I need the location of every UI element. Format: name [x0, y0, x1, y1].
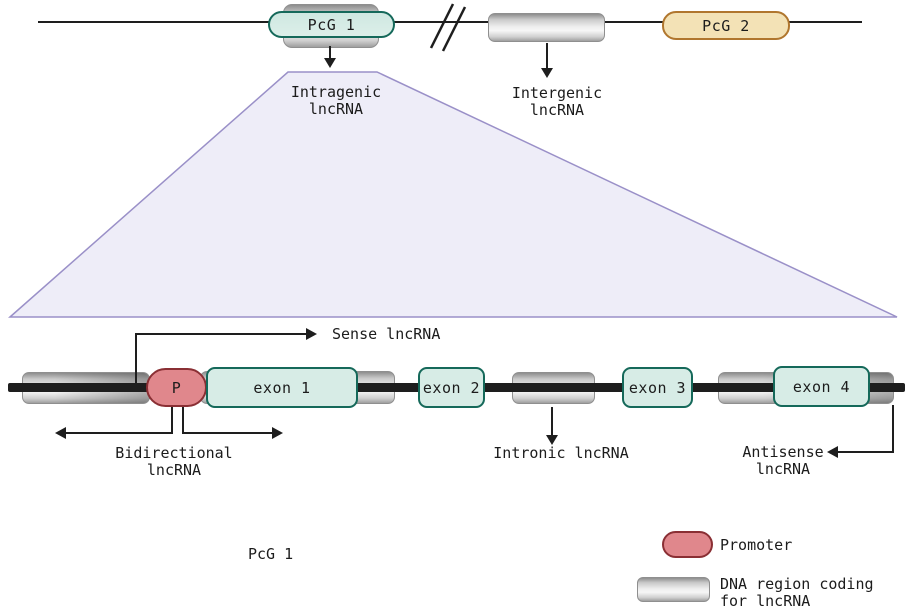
- intergenic-label: Intergenic lncRNA: [511, 84, 603, 119]
- exon-3-label: exon 3: [628, 378, 687, 397]
- intronic-arrow: [546, 407, 558, 445]
- exon-4-label: exon 4: [792, 377, 851, 396]
- gene-name-caption: PcG 1: [248, 545, 294, 563]
- intragenic-label: Intragenic lncRNA: [290, 83, 382, 118]
- sense-label: Sense lncRNA: [332, 325, 441, 343]
- exon-3-box: exon 3: [622, 367, 693, 408]
- legend-dna-region-label: DNA region coding for lncRNA: [720, 575, 874, 610]
- pcg1-gene-box: PcG 1: [268, 11, 395, 38]
- legend-promoter-swatch: [662, 531, 713, 558]
- exon-4-box: exon 4: [773, 366, 870, 407]
- bidirectional-label: Bidirectional lncRNA: [115, 444, 233, 479]
- antisense-arrow: [827, 405, 894, 458]
- exon-2-label: exon 2: [422, 378, 481, 397]
- exon-1-label: exon 1: [253, 378, 311, 397]
- pcg2-gene-box: PcG 2: [662, 11, 790, 40]
- bidirectional-left-arrow: [55, 407, 173, 439]
- promoter-label: P: [171, 378, 182, 397]
- antisense-label: Antisense lncRNA: [742, 443, 824, 478]
- promoter-box: P: [146, 368, 207, 407]
- intergenic-arrow: [541, 43, 553, 78]
- zoom-triangle: [8, 71, 898, 318]
- legend-promoter-label: Promoter: [720, 536, 793, 554]
- intergenic-dna-region-box: [488, 13, 605, 42]
- bidirectional-right-arrow: [182, 407, 283, 439]
- line-break-icon: [429, 3, 467, 52]
- intronic-label: Intronic lncRNA: [493, 444, 629, 462]
- pcg1-gene-label: PcG 1: [307, 15, 356, 34]
- pcg2-gene-label: PcG 2: [702, 16, 750, 35]
- legend-dna-region-swatch: [637, 577, 710, 602]
- exon-1-box: exon 1: [206, 367, 358, 408]
- exon-2-box: exon 2: [418, 367, 485, 408]
- intragenic-arrow: [324, 46, 336, 68]
